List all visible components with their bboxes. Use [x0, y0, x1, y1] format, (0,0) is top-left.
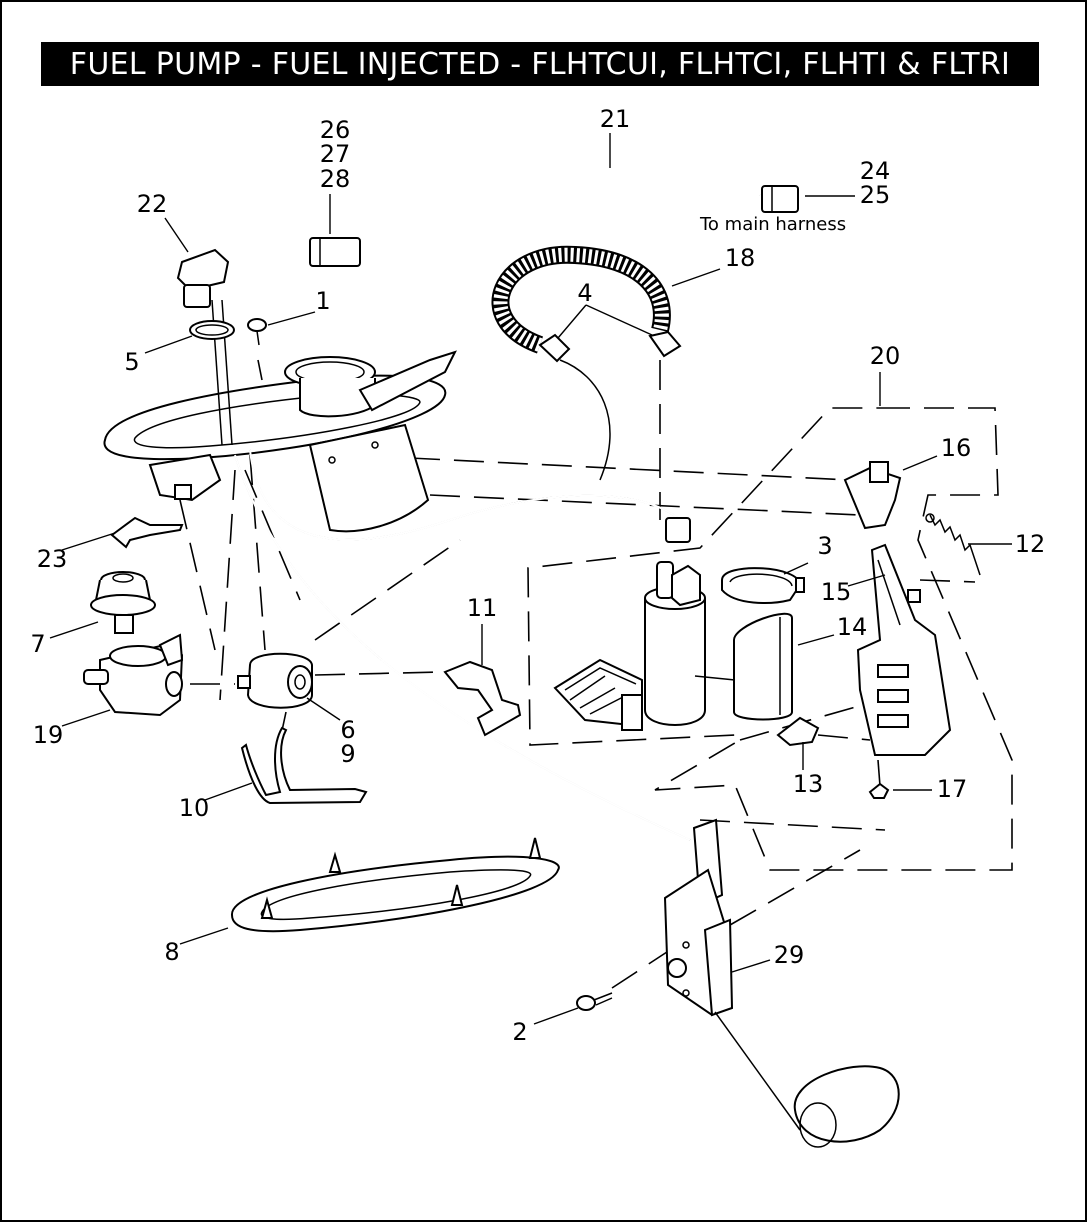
callout-28: 28	[320, 165, 351, 193]
callout-20: 20	[870, 342, 901, 370]
callout-6: 6	[340, 716, 355, 744]
callout-4: 4	[577, 279, 592, 307]
callout-21: 21	[600, 105, 631, 133]
fuel-level-sender	[663, 818, 900, 1148]
harness-connector-left	[309, 237, 361, 267]
callout-9: 9	[340, 740, 355, 768]
callout-17: 17	[937, 775, 968, 803]
callout-24: 24	[860, 157, 891, 185]
callout-5: 5	[124, 348, 139, 376]
mounting-bracket	[443, 660, 522, 737]
fuel-fitting	[83, 633, 184, 717]
callout-1: 1	[315, 287, 330, 315]
callout-15: 15	[821, 578, 852, 606]
callout-29: 29	[774, 941, 805, 969]
main-harness-cable	[309, 181, 799, 267]
callout-8: 8	[164, 938, 179, 966]
sender-float-clip	[776, 716, 820, 747]
callout-26: 26	[320, 116, 351, 144]
o-ring	[189, 320, 235, 340]
wiring	[211, 299, 691, 841]
hose-clamp-right	[648, 330, 682, 358]
fuel-pump	[553, 517, 706, 731]
harness-note: To main harness	[699, 214, 846, 235]
hose-clamp-left	[538, 333, 571, 363]
callout-12: 12	[1015, 530, 1046, 558]
callout-19: 19	[33, 721, 64, 749]
fuel-pump-top-plate	[103, 350, 457, 533]
gasket	[230, 837, 560, 933]
alignment-lines	[179, 359, 1013, 989]
callout-10: 10	[179, 794, 210, 822]
diagram-title: FUEL PUMP - FUEL INJECTED - FLHTCUI, FLH…	[41, 42, 1039, 86]
callout-27: 27	[320, 140, 351, 168]
pressure-regulator	[90, 571, 156, 634]
callout-25: 25	[860, 181, 891, 209]
callout-16: 16	[941, 434, 972, 462]
pump-strap-and-sleeve	[721, 567, 805, 721]
callout-labels: 1 2 3 4 5 6 7 8 9 10 11 12 13 14 15 16 1…	[30, 105, 1045, 1046]
callout-11: 11	[467, 594, 498, 622]
retaining-clip	[110, 516, 184, 549]
harness-connector-right	[761, 185, 799, 213]
screw-top	[247, 318, 267, 346]
callout-23: 23	[37, 545, 68, 573]
corrugated-fuel-hose	[491, 245, 682, 481]
screw-bottom	[576, 992, 613, 1011]
callout-22: 22	[137, 190, 168, 218]
pump-connector	[665, 517, 691, 543]
callout-13: 13	[793, 770, 824, 798]
sender-nut	[868, 782, 890, 799]
fuel-filter	[237, 652, 313, 709]
callout-7: 7	[30, 630, 45, 658]
callout-2: 2	[512, 1018, 527, 1046]
wire-retainer	[240, 726, 368, 805]
fuel-float	[793, 1065, 900, 1143]
callout-18: 18	[725, 244, 756, 272]
callout-14: 14	[837, 613, 868, 641]
callout-3: 3	[817, 532, 832, 560]
leader-lines	[49, 133, 1012, 1025]
electrical-connector	[176, 248, 235, 340]
sender-bracket-assembly	[776, 461, 981, 799]
